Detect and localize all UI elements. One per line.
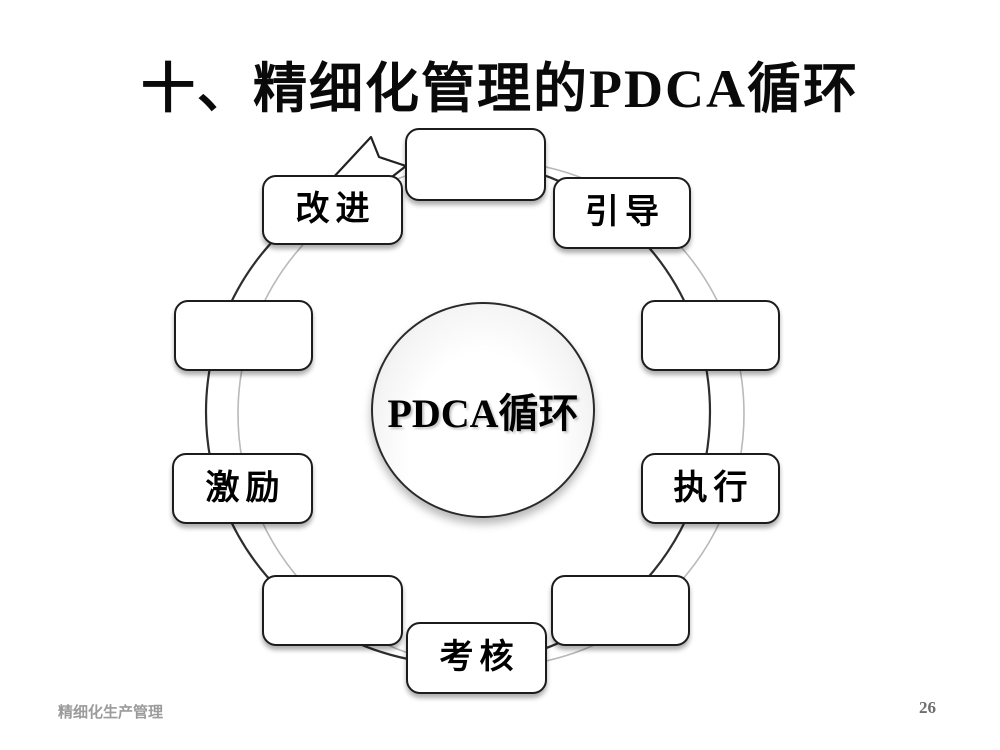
cycle-node-label: 执行: [673, 469, 754, 507]
cycle-arrowhead-icon: [329, 135, 408, 182]
cycle-node-label: 引导: [585, 194, 665, 231]
cycle-node-left-lower: 激励: [172, 453, 313, 524]
footer-text: 精细化生产管理: [58, 704, 164, 721]
cycle-node-left-upper: [174, 300, 313, 371]
cycle-center-circle: PDCA循环: [371, 302, 595, 518]
cycle-node-label: 激励: [205, 469, 286, 507]
cycle-node-bottom-right: [551, 575, 690, 646]
cycle-node-top-left: 改进: [262, 175, 403, 245]
cycle-node-bottom: 考核: [406, 622, 547, 694]
cycle-node-top: [405, 128, 546, 201]
cycle-node-right-upper: [641, 300, 780, 371]
cycle-node-top-right: 引导: [553, 177, 691, 249]
cycle-node-right-lower: 执行: [641, 453, 780, 524]
page-number: 26: [919, 698, 936, 717]
cycle-node-bottom-left: [262, 575, 403, 646]
cycle-node-label: 改进: [295, 191, 376, 228]
cycle-node-label: 考核: [439, 639, 520, 676]
cycle-center-label: PDCA循环: [387, 391, 579, 436]
slide-title: 十、精细化管理的PDCA循环: [141, 59, 859, 119]
